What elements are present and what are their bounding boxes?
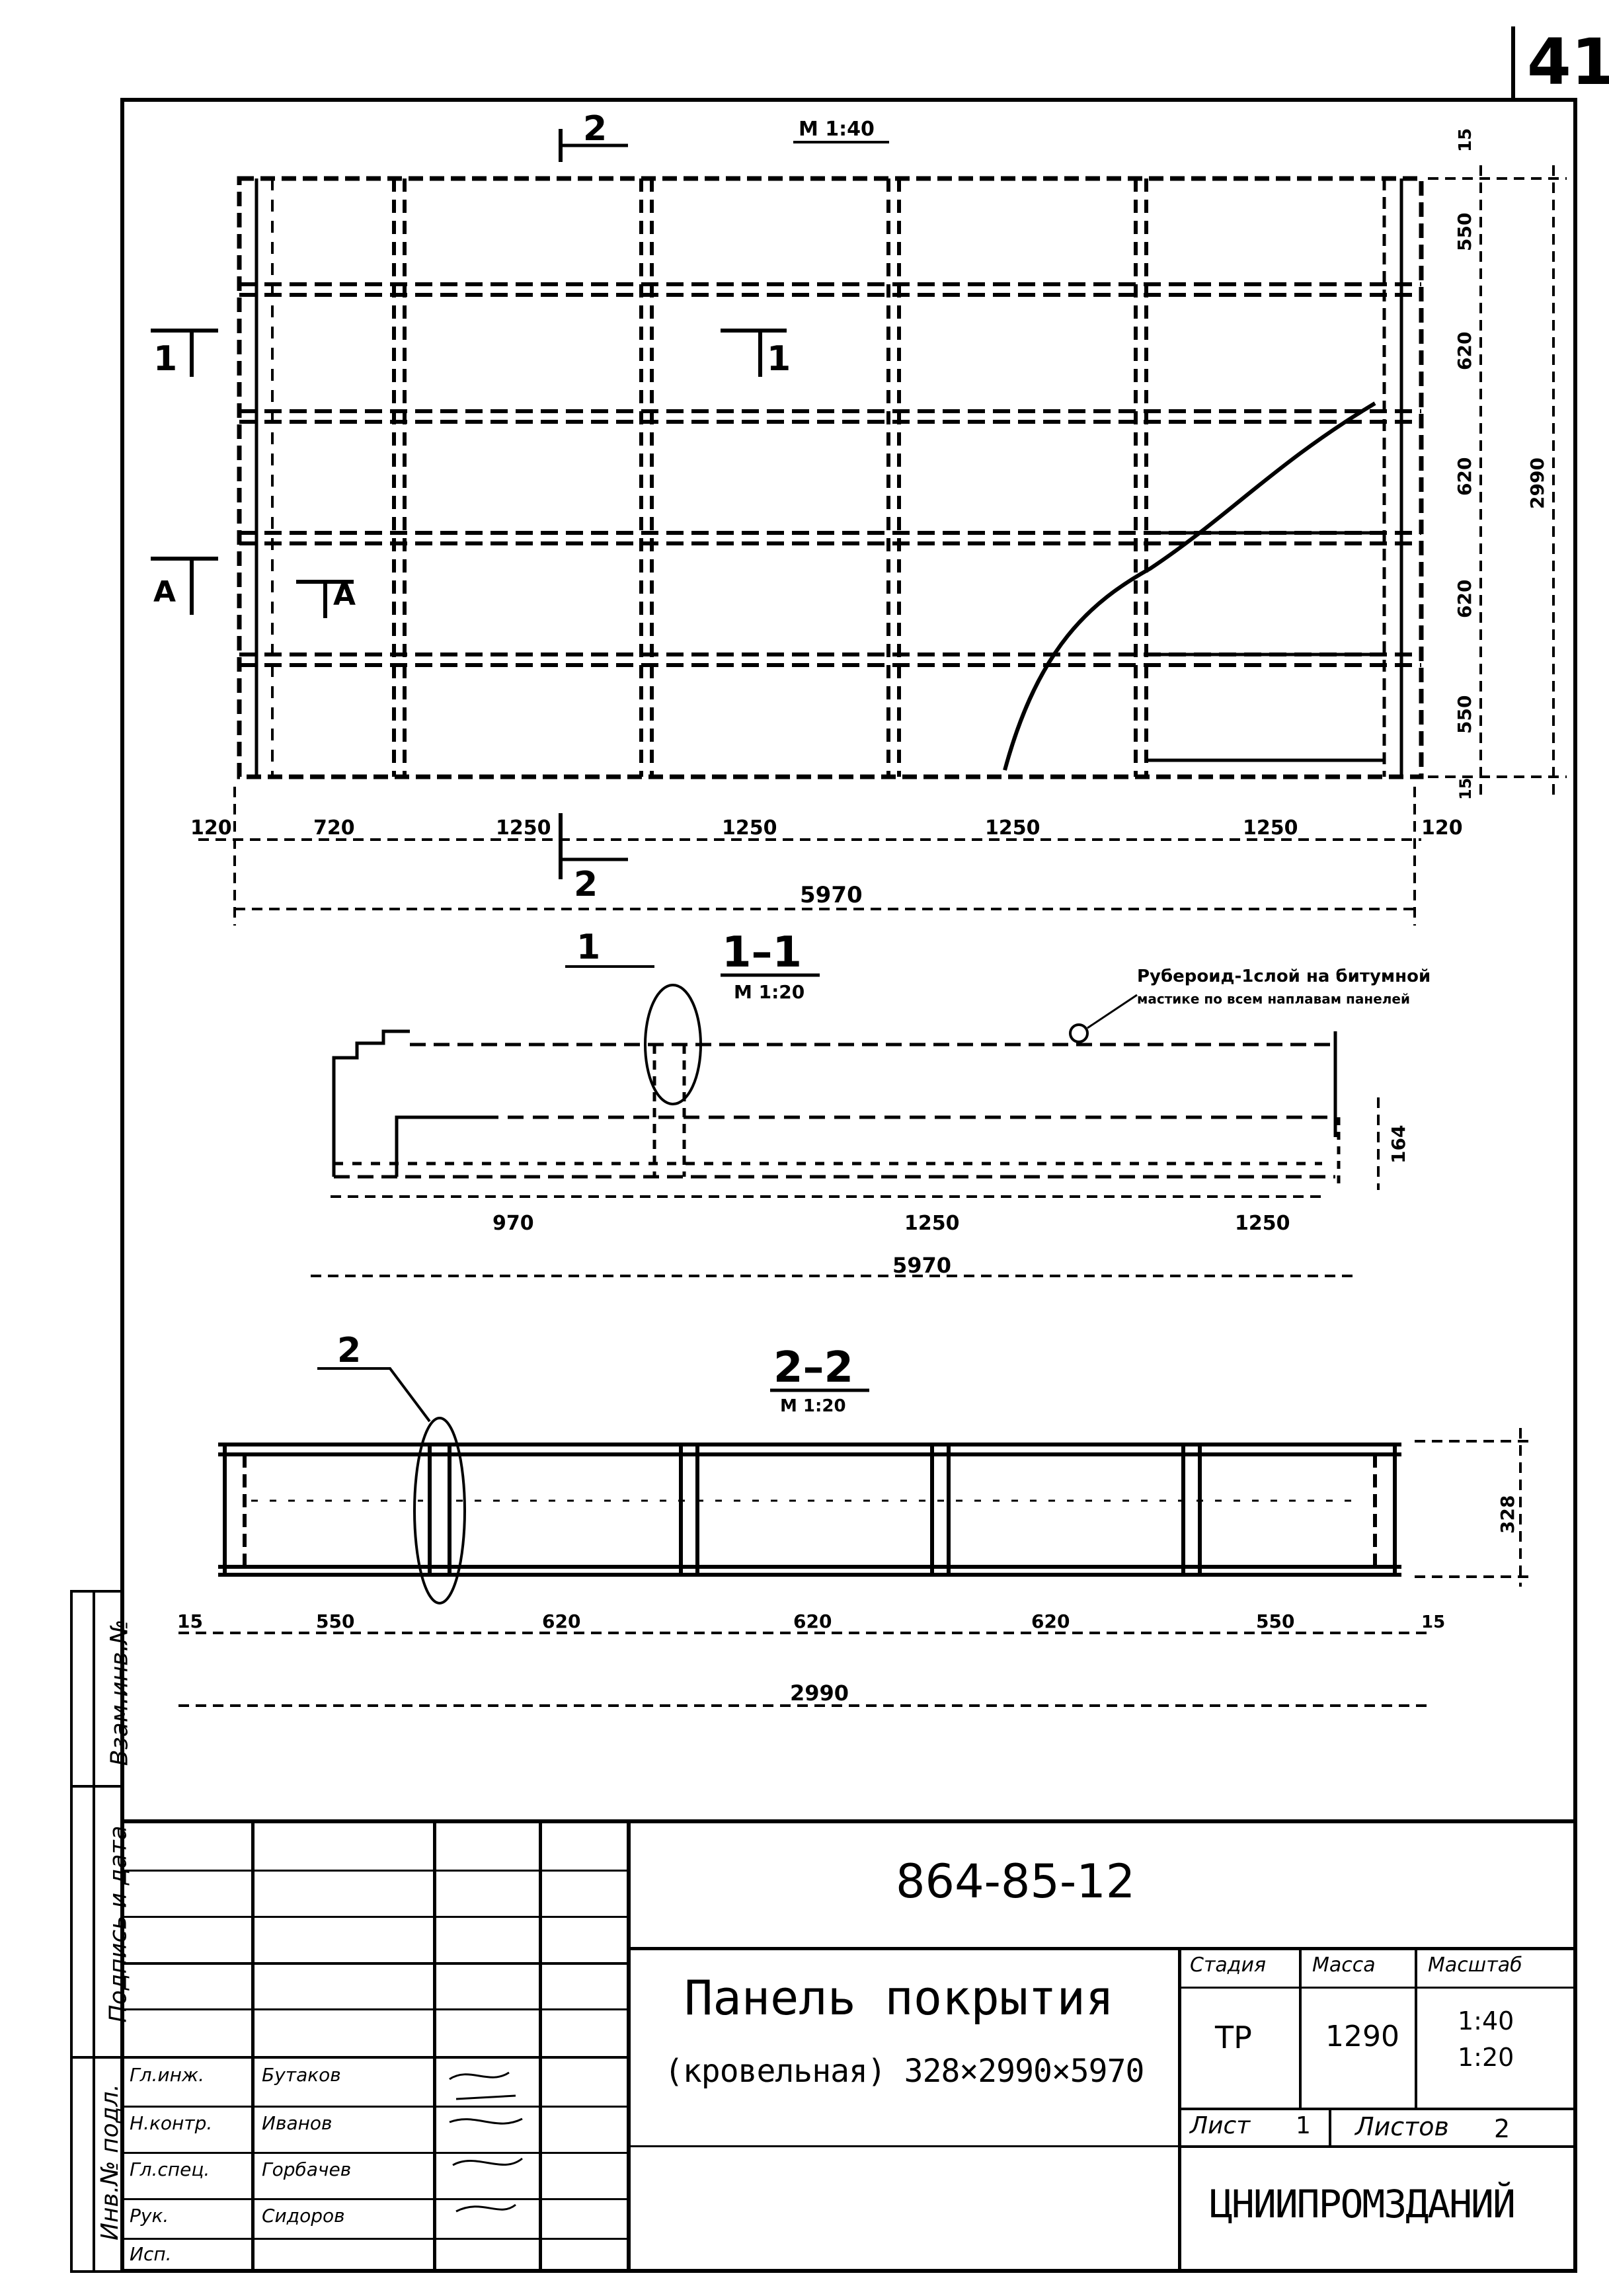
title-line-1: Панель покрытия [684,1970,1115,2026]
stamp-name-4: Сидоров [262,2205,345,2227]
plan-rdim-4: 620 [1454,457,1475,496]
section-1-1-note-2: мастике по всем наплавам панелей [1137,991,1410,1007]
side-label-inv: Инв.№ подл. [96,2084,124,2240]
plan-section-a-left: А [153,575,176,609]
plan-rdim-3: 620 [1454,332,1475,370]
section-2-2-height: 328 [1497,1495,1518,1534]
plan-scale: М 1:40 [799,118,875,141]
section-1-1-dim-total: 5970 [892,1253,951,1278]
section-1-1-dim-3: 1250 [1235,1212,1290,1235]
stamp-name-3: Горбачев [262,2158,352,2180]
stamp-role-1: Гл.инж. [130,2064,205,2086]
stamp-role-5: Исп. [130,2243,172,2265]
plan-section-2-bottom: 2 [574,865,598,904]
section-2-2-dim-5: 620 [1031,1610,1070,1632]
section-2-2-title: 2–2 [773,1343,853,1392]
plan-dim-5: 1250 [985,816,1040,840]
page-number-box [1511,26,1515,99]
section-2-2-callout: 2 [337,1331,361,1370]
plan-dim-7: 120 [1421,816,1463,840]
plan-dim-1: 120 [190,816,232,840]
section-1-1-title: 1–1 [722,928,802,977]
plan-section-1-left: 1 [153,339,177,379]
organization-name: ЦНИИПРОМЗДАНИЙ [1210,2182,1516,2227]
plan-rdim-2: 550 [1454,213,1475,251]
stamp-sheets-value: 2 [1494,2114,1511,2143]
section-1-1-dim-2: 1250 [904,1212,960,1235]
plan-rdim-7: 15 [1456,778,1475,800]
stamp-scale-value-1: 1:40 [1458,2006,1514,2036]
stamp-role-3: Гл.спец. [130,2158,210,2180]
stamp-role-4: Рук. [130,2205,169,2227]
section-2-2-scale: М 1:20 [780,1396,846,1416]
signatures [449,2071,523,2213]
section-2-2-dim-6: 550 [1256,1610,1294,1632]
stamp-sheet-label: Лист [1190,2112,1251,2139]
plan-rdim-6: 550 [1454,695,1475,734]
section-2-2-dim-3: 620 [542,1610,580,1632]
side-strip [70,1590,124,2273]
title-block [120,1819,1577,2273]
drawing-frame [120,98,1577,2273]
section-1-1-callout: 1 [576,928,600,967]
stamp-mass-label: Масса [1312,1954,1376,1977]
stamp-name-2: Иванов [262,2112,333,2134]
section-2-2-dim-7: 15 [1421,1612,1445,1632]
plan-dim-2: 720 [313,816,355,840]
plan-dim-6: 1250 [1243,816,1298,840]
section-2-2-dim-1: 15 [177,1610,203,1632]
stamp-name-1: Бутаков [262,2064,341,2086]
section-1-1-scale: М 1:20 [734,981,804,1003]
title-line-2: (кровельная) 328×2990×5970 [664,2053,1144,2090]
stamp-sheets-label: Листов [1355,2112,1449,2141]
plan-view: М 1:40 2 2 1 1 А А 120 720 1250 1250 125… [151,109,1567,926]
section-1-1-dim-1: 970 [492,1212,534,1235]
section-1-1-note-1: Рубероид-1слой на битумной [1137,967,1431,986]
document-code: 864-85-12 [896,1854,1136,1909]
section-2-2-dim-2: 550 [316,1610,354,1632]
section-2-2: 2–2 М 1:20 2 15 550 620 620 620 550 15 2… [177,1331,1534,1707]
plan-dim-3: 1250 [496,816,551,840]
stamp-stage-label: Стадия [1190,1954,1267,1977]
plan-rdim-5: 620 [1454,580,1475,618]
stamp-sheet-value: 1 [1296,2112,1311,2139]
plan-dim-4: 1250 [722,816,777,840]
stamp-role-2: Н.контр. [130,2112,213,2134]
stamp-scale-value-2: 1:20 [1458,2043,1514,2072]
section-1-1: 1–1 М 1:20 1 Рубероид-1слой на битумной … [311,928,1431,1278]
stamp-scale-label: Масштаб [1428,1954,1522,1977]
plan-rdim-1: 15 [1456,128,1475,152]
plan-dim-total: 5970 [800,882,863,908]
plan-section-a-right: А [333,578,356,612]
plan-section-1-right: 1 [767,339,791,379]
stamp-stage-value: ТР [1215,2020,1252,2055]
stamp-mass-value: 1290 [1325,2020,1399,2053]
section-2-2-dim-total: 2990 [790,1681,849,1706]
plan-section-2-top: 2 [583,109,607,149]
page-number: 41 [1527,25,1609,99]
section-1-1-height: 164 [1388,1125,1409,1164]
plan-rdim-total: 2990 [1526,457,1548,509]
section-2-2-dim-4: 620 [793,1610,832,1632]
